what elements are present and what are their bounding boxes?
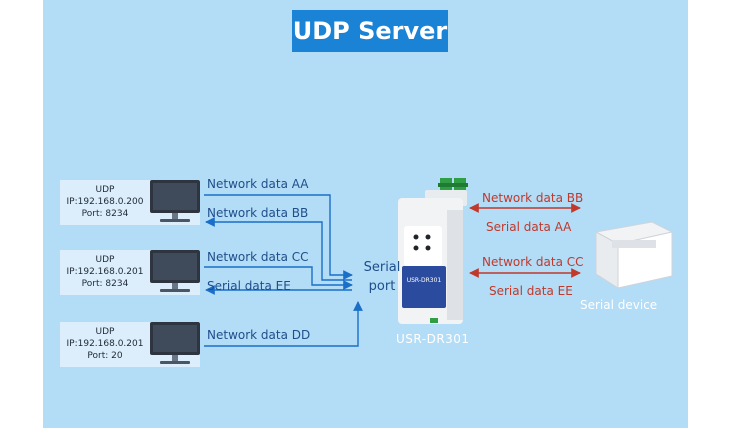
label-right-network-bb: Network data BB — [482, 191, 584, 205]
label-right-network-cc: Network data CC — [482, 255, 584, 269]
din-rail-device: USR-DR301 — [398, 178, 468, 324]
flow-network-bb — [205, 217, 352, 281]
host-3-info: UDP IP:192.168.0.201 Port: 20 — [60, 326, 150, 362]
printer-icon — [594, 221, 674, 289]
monitor-icon-2 — [150, 250, 200, 292]
host-1-protocol: UDP — [95, 185, 115, 195]
device-panel-text: USR-DR301 — [407, 277, 442, 284]
label-right-serial-aa: Serial data AA — [486, 220, 572, 234]
serial-port-label: Serial port — [352, 258, 412, 296]
label-serial-ee: Serial data EE — [207, 279, 291, 293]
host-3-ip: IP:192.168.0.201 — [66, 339, 144, 349]
flow-network-cc — [204, 266, 353, 290]
host-2-protocol: UDP — [95, 255, 115, 265]
serial-port-line-2: port — [368, 279, 396, 294]
label-network-cc: Network data CC — [207, 250, 309, 264]
flow-network-dd — [204, 301, 363, 347]
label-network-bb: Network data BB — [207, 206, 309, 220]
diagram-title: UDP Server — [292, 10, 448, 52]
flow-network-aa — [204, 194, 353, 280]
label-network-aa: Network data AA — [207, 177, 309, 191]
label-network-dd: Network data DD — [207, 328, 311, 342]
monitor-icon-1 — [150, 180, 200, 222]
monitor-icon-3 — [150, 322, 200, 364]
host-1-info: UDP IP:192.168.0.200 Port: 8234 — [60, 184, 150, 220]
host-2-info: UDP IP:192.168.0.201 Port: 8234 — [60, 254, 150, 290]
host-3-protocol: UDP — [95, 327, 115, 337]
serial-device-label: Serial device — [580, 298, 658, 312]
host-2-ip: IP:192.168.0.201 — [66, 267, 144, 277]
label-right-serial-ee: Serial data EE — [489, 284, 573, 298]
serial-port-line-1: Serial — [363, 260, 401, 275]
host-1-port: Port: 8234 — [81, 209, 129, 219]
device-name: USR-DR301 — [396, 332, 470, 346]
host-2-port: Port: 8234 — [81, 279, 129, 289]
host-1-ip: IP:192.168.0.200 — [66, 197, 144, 207]
host-3-port: Port: 20 — [87, 351, 123, 361]
